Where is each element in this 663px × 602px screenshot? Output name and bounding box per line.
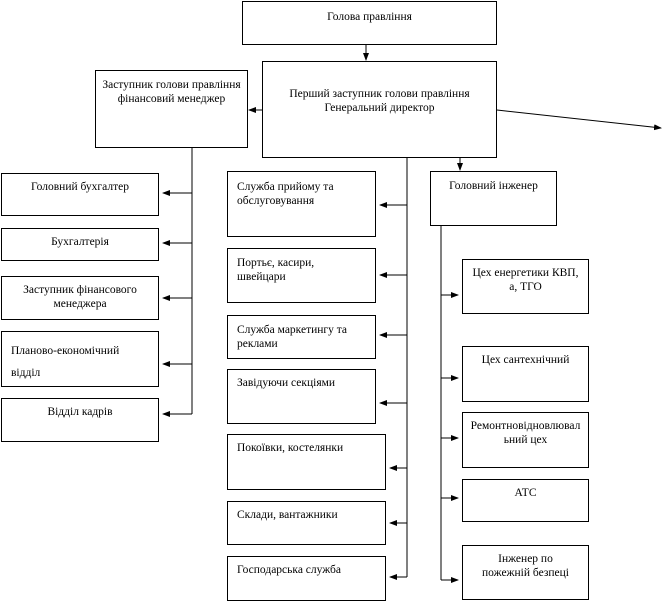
- node-fire-engineer: Інженер по пожежній безпеці: [462, 545, 589, 600]
- node-plumbing: Цех сантехнічний: [462, 346, 589, 402]
- node-first-deputy: Перший заступник голови правління Генера…: [262, 61, 497, 158]
- node-chief-engineer: Головний інженер: [430, 171, 557, 226]
- node-porters: Портьє, касири, швейцари: [227, 248, 376, 303]
- node-marketing: Служба маркетингу та реклами: [227, 315, 376, 359]
- node-section-heads: Завідуючи секціями: [227, 369, 376, 424]
- node-hr: Відділ кадрів: [1, 398, 159, 442]
- node-ats: АТС: [462, 479, 589, 522]
- node-planning-economic: Планово-економічний відділ: [1, 331, 159, 387]
- node-deputy-finance: Заступник голови правління фінансовий ме…: [95, 70, 248, 148]
- node-repair: Ремонтновідновлювальний цех: [462, 412, 589, 468]
- node-energy-shop: Цех енергетики КВП, а, ТГО: [462, 259, 589, 314]
- node-chief-accountant: Головний бухгалтер: [1, 173, 159, 216]
- node-deputy-fin-manager: Заступник фінансового менеджера: [1, 276, 159, 320]
- node-maids: Покоївки, костелянки: [227, 434, 386, 490]
- node-accounting: Бухгалтерія: [1, 228, 159, 261]
- node-household: Господарська служба: [227, 556, 386, 601]
- node-head: Голова правління: [242, 1, 497, 45]
- node-warehouses: Склади, вантажники: [227, 501, 386, 545]
- node-reception: Служба прийому та обслуговування: [227, 171, 376, 237]
